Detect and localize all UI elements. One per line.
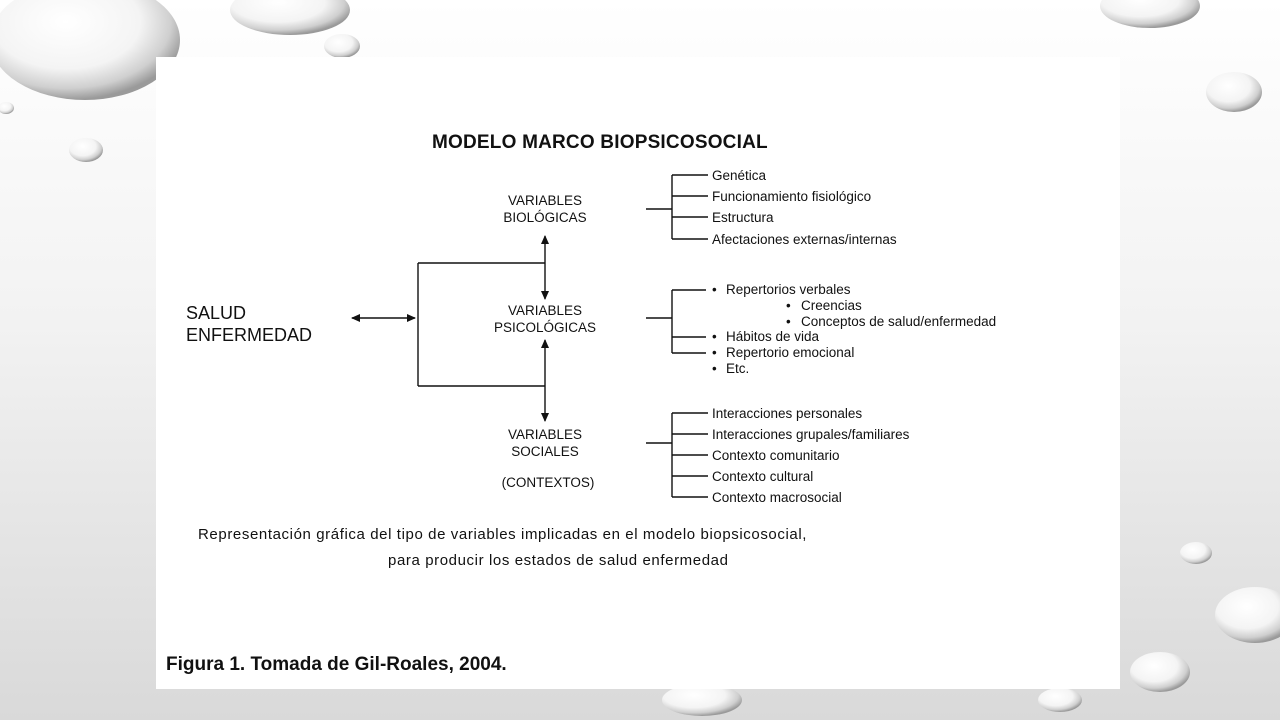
drop-shape (0, 102, 14, 114)
caption-line1: Representación gráfica del tipo de varia… (198, 526, 807, 543)
social-item: Contexto macrosocial (712, 490, 842, 505)
bio-item: Afectaciones externas/internas (712, 232, 897, 247)
social-item: Contexto comunitario (712, 448, 840, 463)
bullet-glyph: • (712, 345, 717, 360)
drop-shape (1180, 542, 1212, 564)
diagram-canvas: MODELO MARCO BIOPSICOSOCIAL SALUD ENFERM… (166, 132, 996, 675)
drop-shape (230, 0, 350, 35)
bullet-glyph: • (712, 282, 717, 297)
psy-item: Etc. (726, 361, 749, 376)
group-label-psychological-line2: PSICOLÓGICAS (494, 320, 596, 335)
social-item: Interacciones grupales/familiares (712, 427, 910, 442)
group-label-psychological-line1: VARIABLES (508, 303, 582, 318)
bullet-glyph: • (712, 361, 717, 376)
bio-item: Genética (712, 168, 767, 183)
bullet-glyph: • (786, 314, 791, 329)
outcome-label-salud: SALUD (186, 303, 246, 323)
social-item: Contexto cultural (712, 469, 813, 484)
drop-shape (0, 0, 180, 100)
biopsychosocial-figure: MODELO MARCO BIOPSICOSOCIAL SALUD ENFERM… (156, 57, 1120, 689)
psy-subitem: Creencias (801, 298, 862, 313)
drop-shape (1100, 0, 1200, 28)
psy-item: Hábitos de vida (726, 329, 820, 344)
diagram-title: MODELO MARCO BIOPSICOSOCIAL (432, 132, 768, 153)
drop-shape (324, 34, 360, 58)
bio-item: Funcionamiento fisiológico (712, 189, 871, 204)
outcome-label-enfermedad: ENFERMEDAD (186, 325, 312, 345)
bullet-glyph: • (712, 329, 717, 344)
drop-shape (1206, 72, 1262, 112)
drop-shape (69, 138, 103, 162)
drop-shape (1130, 652, 1190, 692)
drop-shape (1038, 688, 1082, 712)
caption-line2: para producir los estados de salud enfer… (388, 552, 729, 569)
drop-shape (1215, 587, 1280, 643)
group-label-social-line2: SOCIALES (511, 444, 579, 459)
psy-subitem: Conceptos de salud/enfermedad (801, 314, 996, 329)
drop-shape (662, 684, 742, 716)
bio-item: Estructura (712, 210, 774, 225)
psy-item: Repertorio emocional (726, 345, 854, 360)
group-label-biological-line1: VARIABLES (508, 193, 582, 208)
group-label-social-line1: VARIABLES (508, 427, 582, 442)
figure-source: Figura 1. Tomada de Gil-Roales, 2004. (166, 654, 507, 675)
bullet-glyph: • (786, 298, 791, 313)
group-note-contextos: (CONTEXTOS) (502, 475, 595, 490)
social-item: Interacciones personales (712, 406, 862, 421)
psy-item: Repertorios verbales (726, 282, 851, 297)
group-label-biological-line2: BIOLÓGICAS (503, 210, 586, 225)
